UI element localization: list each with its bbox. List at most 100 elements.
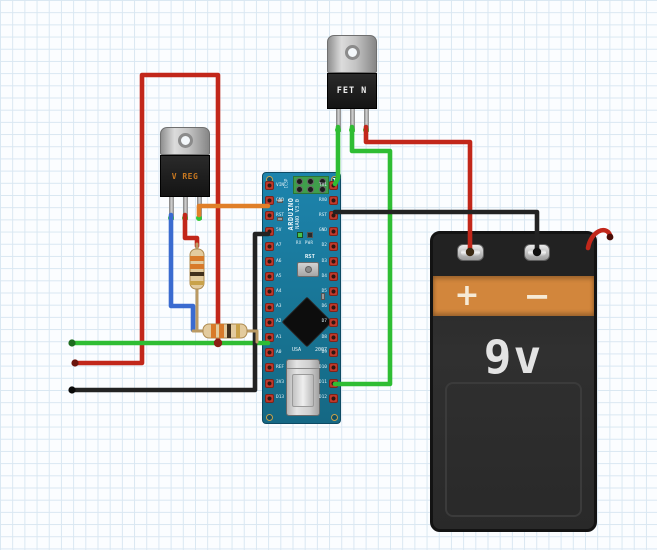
vreg-mounting-hole-icon bbox=[178, 133, 193, 148]
nano-pin-label-left: D13 bbox=[276, 395, 285, 401]
wire-end-cap-green[interactable] bbox=[68, 339, 76, 347]
nano-pad-left-vin[interactable] bbox=[265, 181, 274, 190]
wire-end-cap-black[interactable] bbox=[68, 386, 76, 394]
nano-pin-label-left: GND bbox=[276, 197, 285, 203]
wire-vreg-output-orange[interactable] bbox=[196, 203, 271, 218]
wire-vreg-mid-red[interactable] bbox=[182, 212, 200, 249]
nano-pin-label-left: A6 bbox=[276, 258, 282, 264]
icsp-pin-icon[interactable] bbox=[307, 185, 315, 193]
nano-pin-label-right: D8 bbox=[321, 334, 327, 340]
vreg-leg-middle[interactable] bbox=[182, 197, 188, 220]
nano-pin-label-right: TX1 bbox=[318, 182, 327, 188]
nano-pad-left-a2[interactable] bbox=[265, 317, 274, 327]
nano-pin-label-right: D4 bbox=[321, 273, 327, 279]
wire-fet-left-green[interactable] bbox=[332, 124, 341, 187]
nano-pin-label-right: GND bbox=[318, 228, 327, 234]
nano-pin-label-left: A0 bbox=[276, 349, 282, 355]
icsp-pin-icon[interactable] bbox=[318, 177, 326, 185]
resistor-vertical[interactable] bbox=[189, 248, 205, 290]
nano-pad-right-d7[interactable] bbox=[329, 317, 338, 327]
fet-transistor[interactable]: FET N bbox=[327, 35, 377, 132]
nano-pin-label-right: D7 bbox=[321, 319, 327, 325]
nano-pad-right-gnd[interactable] bbox=[329, 226, 338, 236]
battery-9v[interactable]: + − 9v bbox=[430, 231, 597, 532]
origin-label: USA bbox=[292, 347, 302, 353]
reset-button[interactable] bbox=[297, 262, 319, 277]
junction-dot bbox=[213, 338, 223, 348]
nano-pin-label-right: D9 bbox=[321, 349, 327, 355]
arduino-nano-board[interactable]: ICSP 1 ARDUINO NANO V3.0 RX PWR RST USA … bbox=[262, 172, 341, 424]
fet-mounting-hole-icon bbox=[345, 45, 360, 60]
nano-pad-left-a5[interactable] bbox=[265, 272, 274, 282]
nano-pad-right-d4[interactable] bbox=[329, 272, 338, 282]
nano-pad-left-a7[interactable] bbox=[265, 241, 274, 251]
nano-pad-left-a4[interactable] bbox=[265, 287, 274, 297]
nano-pad-right-d6[interactable] bbox=[329, 302, 338, 312]
smd-component bbox=[321, 293, 325, 300]
nano-pin-label-left: A5 bbox=[276, 273, 282, 279]
mini-usb-connector[interactable] bbox=[286, 359, 320, 416]
fet-leg-right[interactable] bbox=[363, 109, 369, 132]
nano-pad-left-a3[interactable] bbox=[265, 302, 274, 312]
resistor-horizontal[interactable] bbox=[202, 323, 248, 339]
wire-vreg-adjust-blue[interactable] bbox=[168, 212, 196, 333]
vreg-heatsink-tab bbox=[160, 127, 210, 155]
nano-pad-right-d2[interactable] bbox=[329, 241, 338, 251]
mounting-hole-icon bbox=[266, 414, 273, 421]
led-labels: RX PWR bbox=[296, 240, 314, 245]
wire-fet-mid-green[interactable] bbox=[332, 124, 393, 387]
fet-body: FET N bbox=[327, 73, 377, 109]
reset-label: RST bbox=[305, 254, 315, 260]
nano-pad-left-3v3[interactable] bbox=[265, 378, 274, 388]
wire-supply-red-loop[interactable] bbox=[72, 72, 221, 366]
usb-shell bbox=[292, 374, 314, 407]
nano-pad-left-rst[interactable] bbox=[265, 211, 274, 221]
nano-pin-label-left: REF bbox=[276, 364, 285, 370]
nano-pin-label-left: 3V3 bbox=[276, 380, 285, 386]
icsp-pin-icon[interactable] bbox=[307, 177, 315, 185]
wire-battery-positive-red[interactable] bbox=[363, 124, 473, 255]
nano-pin-label-right: D5 bbox=[321, 288, 327, 294]
nano-pin-label-left: A7 bbox=[276, 243, 282, 249]
wire-battery-negative-black[interactable] bbox=[332, 209, 540, 255]
nano-pin-label-left: VIN bbox=[276, 182, 285, 188]
icsp-pin-icon[interactable] bbox=[318, 185, 326, 193]
fet-leg-left[interactable] bbox=[335, 109, 341, 132]
smd-component bbox=[277, 199, 283, 203]
battery-minus-sign: − bbox=[523, 277, 551, 315]
icsp-header[interactable] bbox=[293, 176, 329, 194]
nano-pad-right-rx0[interactable] bbox=[329, 196, 338, 206]
nano-pad-right-d5[interactable] bbox=[329, 287, 338, 297]
fet-label: FET N bbox=[336, 86, 368, 96]
nano-pad-left-a0[interactable] bbox=[265, 348, 274, 358]
fet-leg-middle[interactable] bbox=[349, 109, 355, 132]
icsp-pin-icon[interactable] bbox=[296, 177, 304, 185]
nano-pad-right-d3[interactable] bbox=[329, 257, 338, 266]
vreg-label: V REG bbox=[171, 171, 199, 181]
nano-pin-label-right: RX0 bbox=[318, 197, 327, 203]
vreg-leg-left[interactable] bbox=[168, 197, 174, 220]
nano-pad-left-ref[interactable] bbox=[265, 363, 274, 373]
smd-component bbox=[277, 217, 283, 221]
mounting-hole-icon bbox=[331, 414, 338, 421]
nano-pin-label-left: 5V bbox=[276, 228, 282, 234]
battery-red-stub[interactable] bbox=[585, 227, 613, 251]
battery-lower-panel bbox=[445, 382, 582, 517]
battery-voltage-label: 9v bbox=[483, 330, 544, 384]
nano-pad-right-d9[interactable] bbox=[329, 348, 338, 358]
wire-ground-black-left[interactable] bbox=[69, 231, 271, 393]
nano-pad-right-d12[interactable] bbox=[329, 393, 338, 403]
wire-end-cap-red[interactable] bbox=[71, 359, 79, 367]
nano-pad-right-d8[interactable] bbox=[329, 333, 338, 342]
nano-pin-label-right: D10 bbox=[318, 364, 327, 370]
voltage-regulator[interactable]: V REG bbox=[160, 127, 210, 220]
nano-pad-left-a6[interactable] bbox=[265, 257, 274, 266]
nano-pad-right-d10[interactable] bbox=[329, 363, 338, 373]
nano-pin-label-left: A1 bbox=[276, 334, 282, 340]
icsp-pin-icon[interactable] bbox=[296, 185, 304, 193]
nano-pin-label-right: D3 bbox=[321, 258, 327, 264]
nano-pad-left-d13[interactable] bbox=[265, 393, 274, 403]
